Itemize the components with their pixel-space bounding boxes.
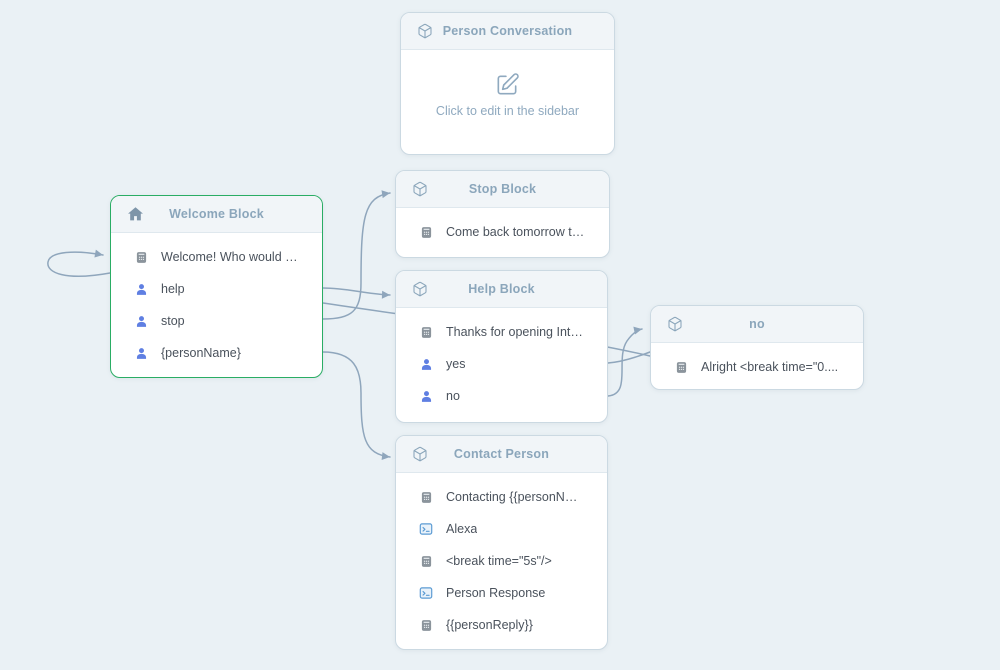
user-icon <box>133 283 149 296</box>
step-label: Thanks for opening Inte... <box>446 325 583 339</box>
step-label: yes <box>446 357 466 371</box>
step-row[interactable]: Alexa <box>396 513 607 545</box>
step-row[interactable]: <break time="5s"/> <box>396 545 607 577</box>
block-title: no <box>749 317 765 331</box>
speak-icon <box>418 226 434 239</box>
block-title: Stop Block <box>468 182 537 196</box>
edge-welcome-personname-to-contact-person[interactable] <box>322 351 391 461</box>
step-label: help <box>161 282 185 296</box>
step-row[interactable]: Come back tomorrow to p... <box>396 216 609 248</box>
cube-icon <box>412 281 428 297</box>
cube-icon <box>417 23 433 39</box>
step-label: {personName} <box>161 346 241 360</box>
step-label: Alexa <box>446 522 478 536</box>
block-header[interactable]: Person Conversation <box>401 13 614 50</box>
block-title: Contact Person <box>453 447 550 461</box>
block-person-conversation[interactable]: Person Conversation Click to edit in the… <box>400 12 615 155</box>
block-welcome-block[interactable]: Welcome Block Welcome! Who would you ...… <box>110 195 323 378</box>
step-row[interactable]: yes <box>396 348 607 380</box>
block-body: Come back tomorrow to p... <box>396 208 609 248</box>
step-row[interactable]: help <box>111 273 322 305</box>
block-header[interactable]: no <box>651 306 863 343</box>
step-row[interactable]: no <box>396 380 607 412</box>
step-row[interactable]: Alright <break time="0.... <box>651 351 863 383</box>
block-body: Thanks for opening Inte... yes no <box>396 308 607 412</box>
block-title: Welcome Block <box>169 207 264 221</box>
terminal-icon <box>418 522 434 536</box>
speak-icon <box>133 251 149 264</box>
cube-icon <box>412 446 428 462</box>
step-row[interactable]: Thanks for opening Inte... <box>396 316 607 348</box>
speak-icon <box>673 361 689 374</box>
step-label: Person Response <box>446 586 546 600</box>
step-row[interactable]: Contacting {{personName... <box>396 481 607 513</box>
step-label: Contacting {{personName... <box>446 490 583 504</box>
edge-help-yes-to-no-block[interactable] <box>607 351 651 364</box>
block-help-block[interactable]: Help Block Thanks for opening Inte... ye… <box>395 270 608 423</box>
step-row[interactable]: {personName} <box>111 337 322 369</box>
step-row[interactable]: Welcome! Who would you ... <box>111 241 322 273</box>
speak-icon <box>418 326 434 339</box>
block-stop-block[interactable]: Stop Block Come back tomorrow to p... <box>395 170 610 258</box>
block-header[interactable]: Help Block <box>396 271 607 308</box>
edge-welcome-help-to-help-block[interactable] <box>322 287 391 299</box>
user-icon <box>133 347 149 360</box>
edge-welcome-stop-to-stop-block[interactable] <box>322 190 391 320</box>
block-no-block[interactable]: no Alright <break time="0.... <box>650 305 864 390</box>
block-contact-person[interactable]: Contact Person Contacting {{personName..… <box>395 435 608 650</box>
step-row[interactable]: {{personReply}} <box>396 609 607 641</box>
speak-icon <box>418 491 434 504</box>
home-icon <box>127 206 144 223</box>
block-body: Click to edit in the sidebar <box>401 50 614 155</box>
cube-icon <box>667 316 683 332</box>
block-body: Welcome! Who would you ... help stop {pe… <box>111 233 322 369</box>
placeholder-text: Click to edit in the sidebar <box>435 103 580 118</box>
step-row[interactable]: Person Response <box>396 577 607 609</box>
user-icon <box>133 315 149 328</box>
block-header[interactable]: Welcome Block <box>111 196 322 233</box>
step-row[interactable]: stop <box>111 305 322 337</box>
edge-help-no-to-no-block[interactable] <box>607 326 643 397</box>
block-title: Help Block <box>468 282 535 296</box>
block-title: Person Conversation <box>442 24 573 38</box>
step-label: Welcome! Who would you ... <box>161 250 298 264</box>
edge-start-loop[interactable] <box>47 249 111 277</box>
user-icon <box>418 358 434 371</box>
block-header[interactable]: Stop Block <box>396 171 609 208</box>
block-body: Contacting {{personName... Alexa <break … <box>396 473 607 641</box>
user-icon <box>418 390 434 403</box>
block-placeholder[interactable]: Click to edit in the sidebar <box>436 72 579 118</box>
step-label: Come back tomorrow to p... <box>446 225 585 239</box>
cube-icon <box>412 181 428 197</box>
block-body: Alright <break time="0.... <box>651 343 863 383</box>
step-label: {{personReply}} <box>446 618 533 632</box>
step-label: <break time="5s"/> <box>446 554 552 568</box>
terminal-icon <box>418 586 434 600</box>
speak-icon <box>418 619 434 632</box>
step-label: no <box>446 389 460 403</box>
block-header[interactable]: Contact Person <box>396 436 607 473</box>
edit-icon <box>494 72 520 98</box>
speak-icon <box>418 555 434 568</box>
step-label: stop <box>161 314 185 328</box>
step-label: Alright <break time="0.... <box>701 360 839 374</box>
